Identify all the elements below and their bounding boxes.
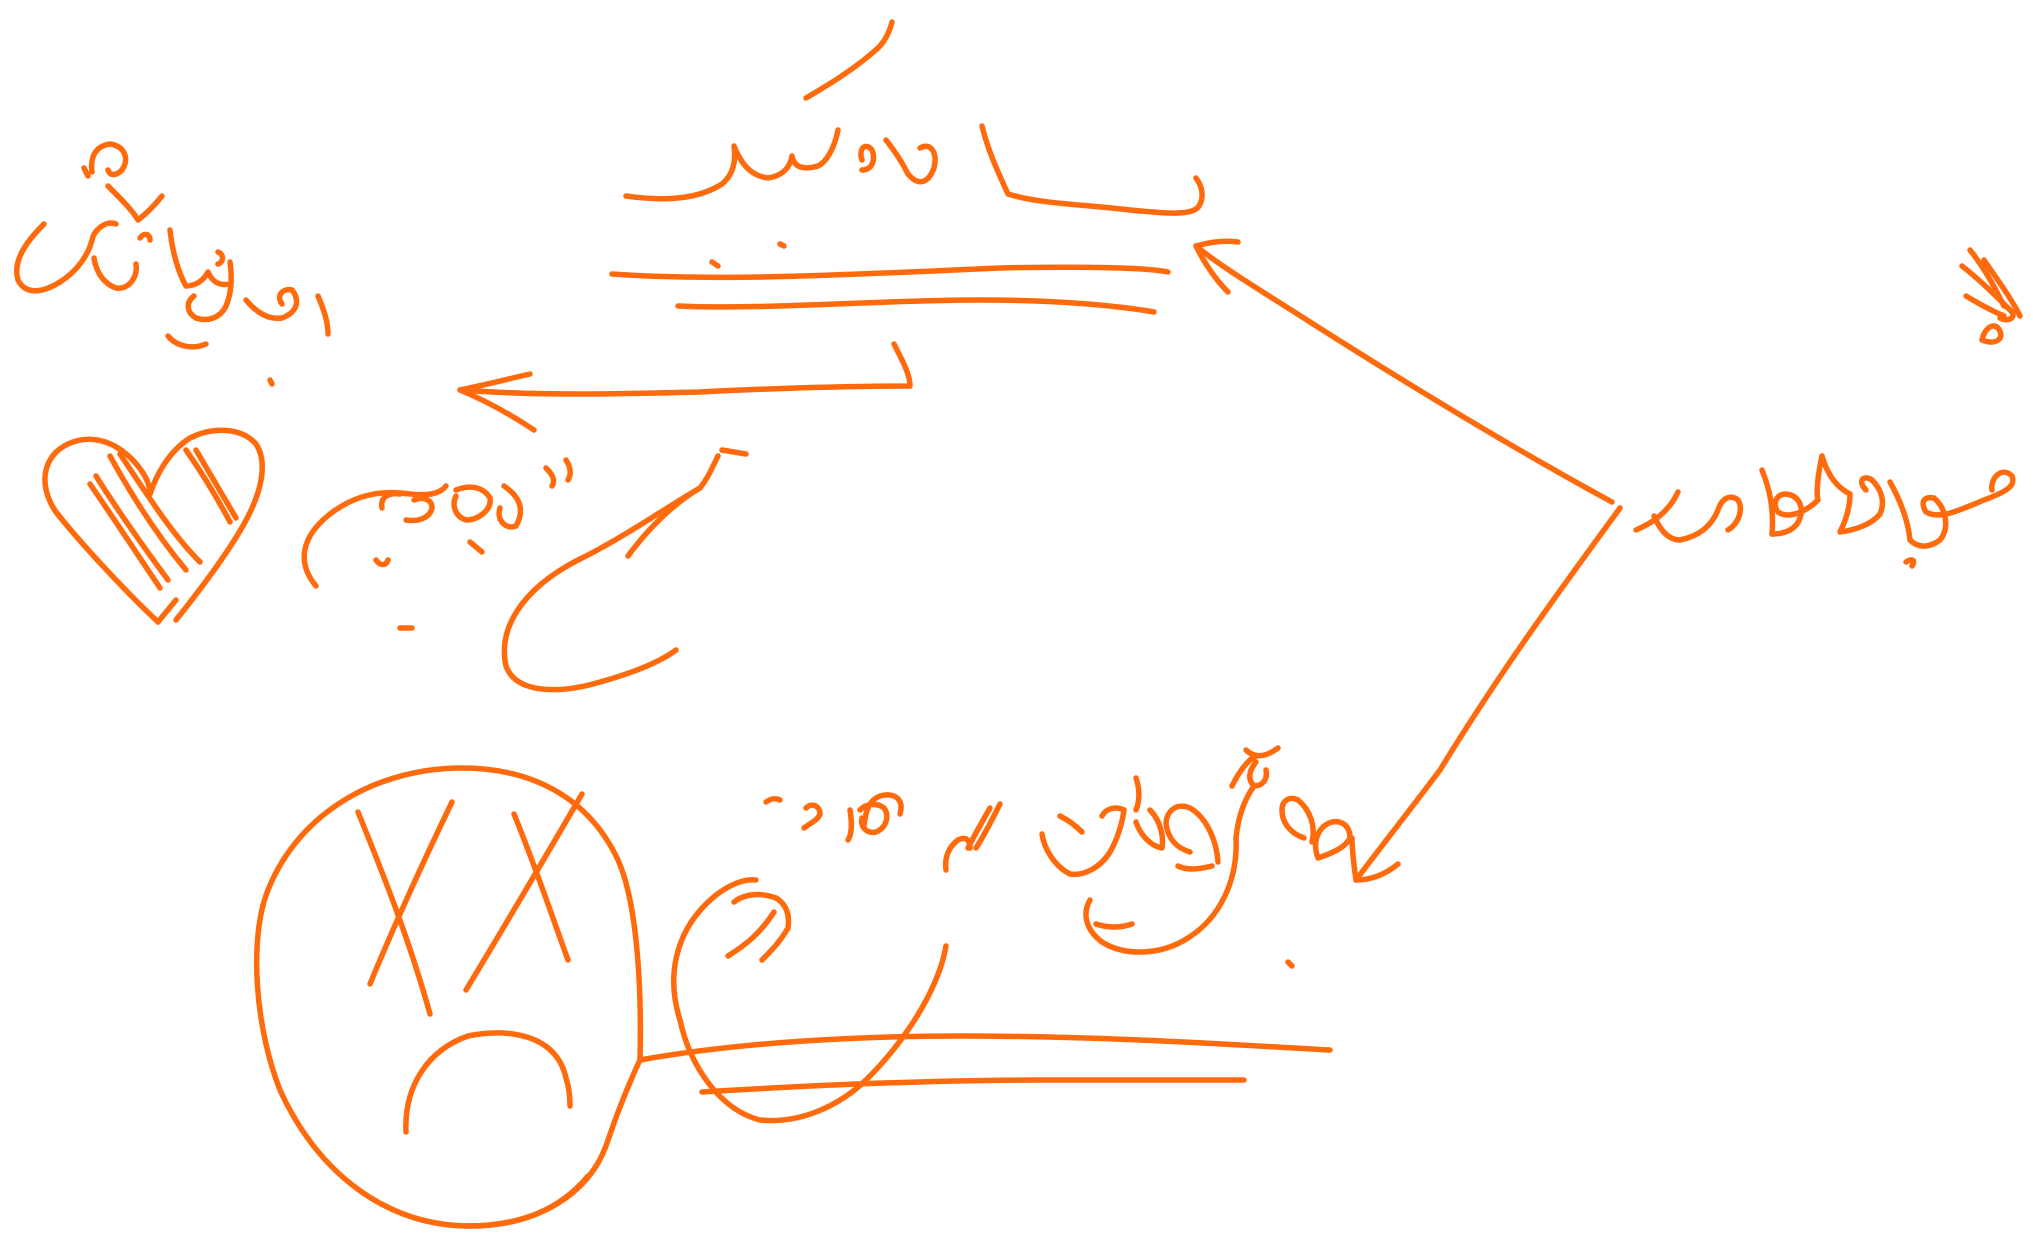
ink-stroke (1250, 762, 1267, 786)
ink-stroke (1288, 962, 1292, 966)
ink-stroke (1636, 492, 1680, 540)
ink-stroke (140, 234, 150, 240)
ink-stroke (1772, 456, 1822, 534)
ink-stroke (466, 794, 582, 990)
ink-stroke (762, 898, 789, 960)
ink-stroke (1282, 798, 1313, 842)
ink-stroke (678, 300, 1154, 312)
ink-stroke (1680, 497, 1740, 540)
ink-stroke (454, 487, 490, 520)
ink-stroke (702, 1080, 1244, 1092)
ink-stroke (674, 880, 756, 1020)
ink-stroke (406, 1033, 570, 1132)
ink-stroke (1166, 806, 1218, 862)
ink-stroke (17, 224, 60, 291)
ink-stroke (218, 252, 223, 264)
ink-stroke (1236, 786, 1254, 838)
ink-stroke (886, 140, 935, 182)
ink-stroke (1096, 924, 1132, 927)
ink-stroke (1822, 456, 1850, 494)
ink-stroke (1136, 778, 1139, 810)
node-bottom-handwriting (640, 748, 1350, 1121)
ink-stroke (1316, 822, 1350, 858)
ink-stroke (626, 130, 838, 199)
ink-stroke (640, 1036, 1330, 1060)
ink-stroke (968, 804, 1000, 848)
ink-stroke (1178, 866, 1212, 869)
ink-stroke (499, 486, 520, 527)
ink-stroke (92, 144, 126, 175)
ink-stroke (84, 168, 88, 176)
node-top-handwriting (612, 22, 1202, 312)
ink-stroke (460, 374, 534, 430)
ink-stroke (546, 460, 570, 486)
ink-stroke (45, 439, 158, 622)
ink-stroke (1840, 478, 1882, 532)
ink-stroke (848, 810, 851, 840)
broken-heart-icon (45, 430, 262, 622)
ink-stroke (804, 805, 820, 828)
ink-stroke (1042, 808, 1124, 874)
ink-stroke (1136, 810, 1163, 848)
arrow-center-to-bottom (1352, 508, 1620, 880)
ink-stroke (806, 22, 892, 98)
ink-stroke (982, 126, 1202, 213)
ink-stroke (186, 450, 230, 522)
ink-stroke (861, 146, 874, 170)
ink-stroke (946, 838, 970, 870)
node-top-left-result-handwriting (304, 450, 746, 690)
ink-stroke (466, 1176, 588, 1226)
node-center-handwriting (1636, 456, 2013, 566)
ink-stroke (406, 498, 432, 520)
ink-stroke (1762, 470, 1773, 534)
ink-stroke (722, 450, 746, 454)
ink-stroke (270, 380, 272, 384)
ink-stroke (196, 450, 236, 518)
ink-stroke (257, 768, 641, 1226)
ink-stroke (504, 488, 700, 690)
sad-face-icon (257, 768, 641, 1226)
ink-stroke (1982, 326, 2001, 342)
ink-stroke (318, 296, 328, 334)
ink-stroke (108, 186, 162, 220)
arrow-center-to-top (1196, 241, 1612, 502)
ink-stroke (470, 542, 482, 552)
ink-stroke (1246, 748, 1278, 756)
ink-stroke (780, 244, 784, 246)
ink-stroke (728, 912, 774, 956)
arrow-top-to-left-result (460, 344, 910, 430)
ink-stroke (712, 262, 718, 266)
ink-stroke (766, 799, 780, 802)
ink-stroke (612, 267, 1168, 277)
ink-stroke (1906, 560, 1914, 566)
ink-stroke (94, 258, 136, 288)
ink-stroke (60, 223, 116, 282)
exclamation-mark-icon (1962, 250, 2020, 342)
ink-stroke (376, 560, 388, 565)
node-far-left-handwriting (17, 144, 328, 384)
ink-stroke (168, 336, 206, 347)
ink-stroke (1890, 472, 2013, 546)
ink-stroke (246, 290, 297, 319)
ink-stroke (734, 895, 776, 902)
ink-stroke (382, 494, 400, 508)
ink-stroke (1356, 508, 1620, 880)
ink-stroke (1196, 246, 1612, 502)
ink-stroke (1060, 816, 1082, 832)
ink-stroke (460, 344, 910, 394)
ink-stroke (680, 946, 946, 1121)
ink-stroke (158, 600, 176, 622)
